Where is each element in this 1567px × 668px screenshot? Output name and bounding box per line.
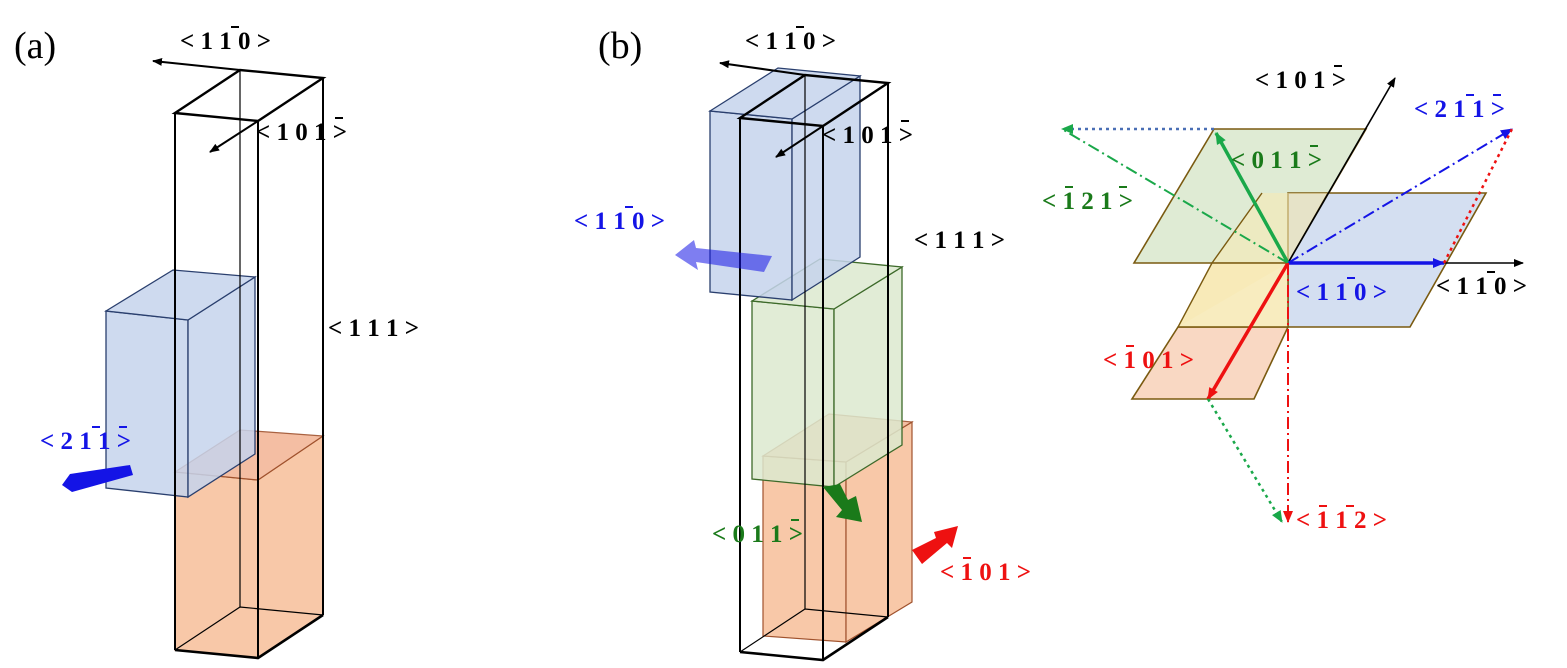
label-m101-red-b: < 1 0 1 > [940, 557, 1031, 586]
prism-outline-b [736, 73, 892, 662]
label-1m10-black-right: < 1 1 0 > [1436, 271, 1527, 300]
vector-m101-red [1206, 262, 1290, 400]
svg-text:< 1 0 1 >: < 1 0 1 > [256, 119, 347, 146]
svg-text:< 1 0 1 >: < 1 0 1 > [940, 559, 1031, 586]
svg-text:< 0 1 1 >: < 0 1 1 > [1231, 147, 1322, 174]
svg-text:< 1 1 0 >: < 1 1 0 > [1296, 279, 1387, 306]
arrow-m101-red-b [912, 526, 958, 564]
svg-text:< 1 1 0 >: < 1 1 0 > [180, 28, 271, 55]
arrow-1m10-a [152, 57, 241, 71]
svg-text:< 1 2 1 >: < 1 2 1 > [1042, 188, 1133, 215]
svg-text:< 1 1 0 >: < 1 1 0 > [745, 28, 836, 55]
prism-outline-a [171, 68, 327, 660]
blue-block-b [708, 67, 862, 302]
arrow-2m1m1-a [62, 465, 133, 492]
label-2m1m1-right: < 2 1 1 > [1414, 94, 1505, 123]
label-10m1-right: < 1 0 1 > [1255, 65, 1346, 94]
label-01m1-right: < 0 1 1 > [1231, 145, 1322, 174]
svg-text:< 1 0 1 >: < 1 0 1 > [1103, 347, 1194, 374]
label-m12m1-right: < 1 2 1 > [1042, 186, 1133, 215]
label-m101-right: < 1 0 1 > [1103, 345, 1194, 374]
svg-text:< 0 1 1 >: < 0 1 1 > [712, 521, 803, 548]
arrow-10m1-a [209, 120, 259, 153]
label-1m10-a: < 1 1 0 > [180, 26, 271, 55]
svg-text:< 1 1 0 >: < 1 1 0 > [1436, 273, 1527, 300]
svg-text:< 1 1 0 >: < 1 1 0 > [574, 208, 665, 235]
svg-text:< 2 1 1 >: < 2 1 1 > [40, 428, 131, 455]
arrow-01m1-green-b [823, 484, 862, 522]
label-10m1-b: < 1 0 1 > [822, 120, 913, 149]
arrow-1m10-blue-b [675, 240, 772, 272]
blue-block-a [104, 269, 257, 499]
label-m1m12-right: < 1 1 2 > [1296, 505, 1387, 534]
svg-text:< 1 0 1 >: < 1 0 1 > [822, 122, 913, 149]
dotted-green-construction [1206, 398, 1284, 523]
svg-text:< 1 1 2 >: < 1 1 2 > [1296, 507, 1387, 534]
label-10m1-a: < 1 0 1 > [256, 117, 347, 146]
label-1m10-blue-b: < 1 1 0 > [574, 206, 665, 235]
label-111-a: < 1 1 1 > [328, 315, 419, 342]
svg-text:< 1 0 1 >: < 1 0 1 > [1255, 67, 1346, 94]
vector-01m1-green [1214, 132, 1290, 264]
label-1m10-b: < 1 1 0 > [745, 26, 836, 55]
label-2m1m1-a: < 2 1 1 > [40, 426, 131, 455]
panel-label-a: (a) [14, 25, 56, 67]
arrow-10m1-b [775, 125, 824, 158]
arrow-1m10-b [719, 60, 806, 76]
axis-10m1 [1287, 77, 1396, 264]
label-111-b: < 1 1 1 > [914, 227, 1005, 254]
label-01m1-green-b: < 0 1 1 > [712, 519, 803, 548]
svg-text:< 2 1 1 >: < 2 1 1 > [1414, 96, 1505, 123]
label-1m10-blue-right: < 1 1 0 > [1296, 277, 1387, 306]
panel-label-b: (b) [598, 25, 642, 67]
